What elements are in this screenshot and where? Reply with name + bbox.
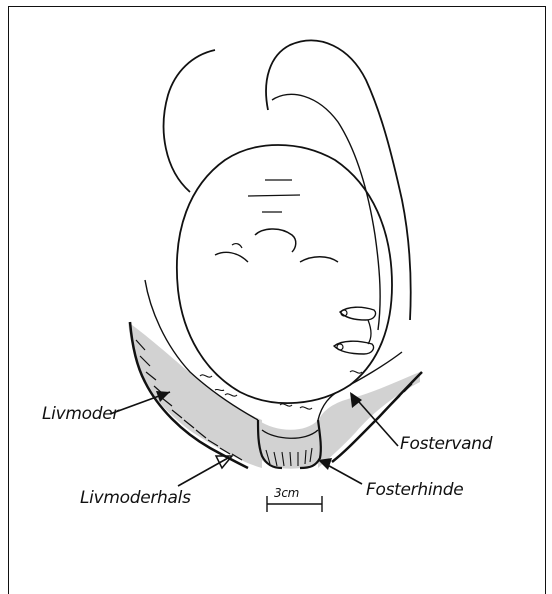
label-cervix: Livmoderhals xyxy=(80,488,191,508)
label-scale: 3cm xyxy=(274,486,299,500)
arrow-amniotic-membrane xyxy=(318,458,362,484)
fetal-head xyxy=(177,145,392,403)
cervix-fill xyxy=(258,420,322,469)
label-uterus: Livmoder xyxy=(42,404,119,424)
label-amniotic-membrane: Fosterhinde xyxy=(366,480,463,500)
arrow-cervix xyxy=(178,456,232,486)
fetal-back xyxy=(164,50,215,192)
label-amniotic-fluid: Fostervand xyxy=(400,434,492,454)
